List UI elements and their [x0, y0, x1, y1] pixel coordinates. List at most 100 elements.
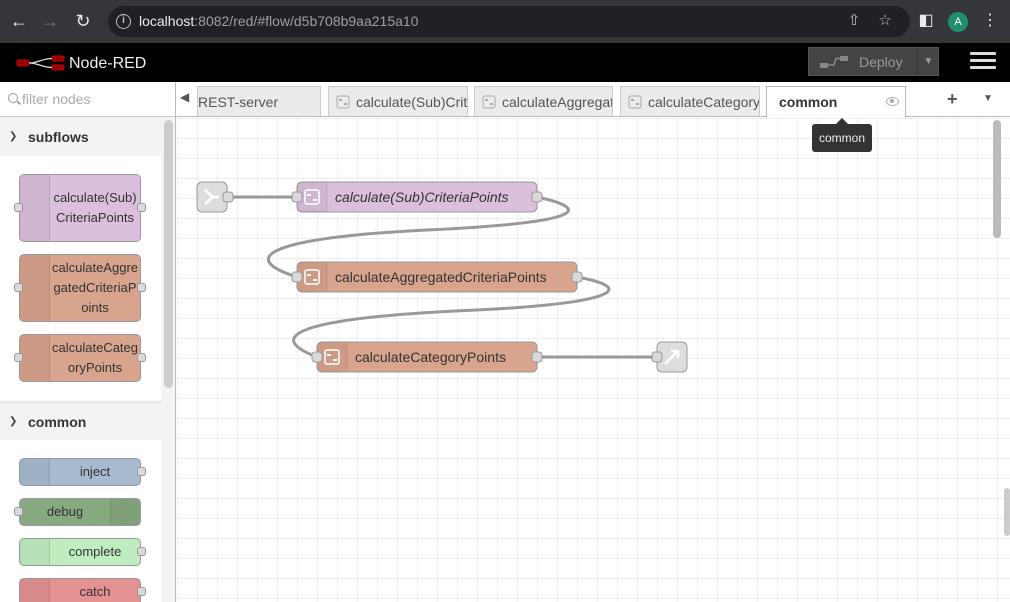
sidepanel-icon[interactable]: ◧: [918, 12, 934, 29]
reload-icon[interactable]: ↻: [75, 11, 91, 31]
palette-node-label: catch: [79, 584, 111, 599]
filter-nodes-input[interactable]: [22, 90, 162, 108]
sidebar-resize-handle[interactable]: [1004, 488, 1010, 536]
flow-node-subflow[interactable]: calculate(Sub)CriteriaPoints: [291, 181, 543, 213]
scroll-left-icon[interactable]: ◀: [180, 90, 190, 104]
palette-search: [0, 82, 175, 117]
forward-icon[interactable]: →: [41, 11, 59, 31]
deploy-button[interactable]: Deploy ▼: [808, 47, 939, 76]
avatar[interactable]: A: [948, 12, 968, 32]
back-icon[interactable]: ←: [10, 11, 28, 31]
subflow-icon: [20, 175, 50, 241]
palette-node-subflow[interactable]: calculate(Sub)CriteriaPoints: [14, 174, 146, 242]
flow-node-label: calculateCategoryPoints: [355, 349, 506, 365]
palette-node-label: inject: [79, 464, 111, 479]
deploy-icon: [820, 56, 848, 68]
tab-label: REST-server: [198, 94, 279, 110]
exclamation-icon: [20, 539, 50, 565]
deploy-label: Deploy: [859, 54, 903, 70]
subflow-icon: [304, 189, 320, 205]
palette-node-subflow[interactable]: calculateAggregatedCriteriaPoints: [14, 254, 146, 322]
wire[interactable]: [292, 275, 611, 359]
chevron-down-icon: ❯: [9, 416, 18, 427]
url-text: localhost:8082/red/#flow/d5b708b9aa215a1…: [139, 13, 419, 29]
address-bar[interactable]: i localhost:8082/red/#flow/d5b708b9aa215…: [108, 6, 910, 37]
share-icon[interactable]: ⇧: [847, 12, 861, 29]
info-icon[interactable]: i: [116, 14, 131, 29]
subflow-icon: [482, 95, 496, 109]
node-palette: ❯ subflows calculate(Sub)CriteriaPoints …: [0, 82, 176, 602]
output-port: [137, 353, 146, 362]
flow-node-label: calculateAggregatedCriteriaPoints: [335, 269, 547, 285]
browser-toolbar: ← → ↻ i localhost:8082/red/#flow/d5b708b…: [0, 0, 1010, 43]
flow-node-subflow[interactable]: calculateAggregatedCriteriaPoints: [291, 261, 583, 293]
tab-menu-icon[interactable]: ▼: [983, 93, 993, 104]
palette-node-label: complete: [68, 544, 122, 559]
tab-rest-server[interactable]: REST-server: [197, 86, 321, 116]
output-port: [137, 283, 146, 292]
tab-label: calculateCategoryPoints: [648, 94, 760, 110]
input-port: [14, 283, 23, 292]
palette-node-label: calculate(Sub)CriteriaPoints: [53, 190, 137, 225]
tab-label: calculate(Sub)Criteria: [356, 94, 468, 110]
add-tab-icon[interactable]: +: [947, 89, 958, 109]
palette-node-catch[interactable]: catch: [19, 578, 146, 602]
input-port: [14, 507, 23, 516]
wire[interactable]: [266, 195, 570, 279]
search-icon: [8, 93, 18, 103]
subflow-icon: [336, 95, 350, 109]
category-body-subflows: calculate(Sub)CriteriaPoints calculateAg…: [0, 156, 161, 400]
category-header-common[interactable]: ❯ common: [0, 402, 161, 440]
subflow-icon: [20, 255, 50, 321]
flow-canvas: calculate(Sub)CriteriaPoints calculateAg…: [196, 181, 688, 373]
kebab-menu-icon[interactable]: ⋮: [982, 12, 998, 29]
arrow-out-icon: [664, 349, 680, 365]
palette-node-label: debug: [46, 504, 84, 519]
workspace-scrollbar-vertical[interactable]: [993, 120, 1001, 238]
category-label: common: [28, 414, 87, 430]
input-port: [14, 353, 23, 362]
arrow-right-icon: [204, 189, 219, 205]
chevron-down-icon: ❯: [9, 131, 18, 142]
output-port: [137, 587, 146, 596]
tab-tooltip: common: [812, 118, 872, 152]
palette-scrollbar[interactable]: [164, 120, 173, 388]
category-body-common: inject debug complete catch: [0, 440, 161, 602]
palette-node-label: calculateCategoryPoints: [52, 340, 138, 375]
tab-calculate-category[interactable]: calculateCategoryPoints: [620, 86, 760, 116]
tab-label: calculateAggregatedCriteria: [502, 94, 612, 110]
star-icon[interactable]: ☆: [878, 12, 892, 29]
node-red-logo-icon: [16, 55, 65, 71]
subflow-output-node[interactable]: [651, 341, 688, 373]
category-label: subflows: [28, 129, 89, 145]
palette-node-debug[interactable]: debug: [14, 498, 141, 526]
output-port: [137, 203, 146, 212]
subflow-input-node[interactable]: [196, 181, 234, 213]
palette-node-label: calculateAggregatedCriteriaPoints: [52, 260, 138, 315]
workspace-tabs: ◀ REST-server calculate(Sub)Criteria cal…: [177, 82, 1010, 118]
deploy-dropdown-icon[interactable]: ▼: [917, 48, 939, 75]
app-title: Node-RED: [69, 55, 147, 72]
subflow-icon: [20, 335, 50, 381]
subflow-icon: [304, 269, 320, 285]
output-port: [137, 547, 146, 556]
flow-node-label: calculate(Sub)CriteriaPoints: [335, 189, 509, 205]
palette-node-subflow[interactable]: calculateCategoryPoints: [14, 334, 146, 382]
palette-node-complete[interactable]: complete: [19, 538, 146, 566]
subflow-icon: [628, 95, 642, 109]
subflow-icon: [324, 349, 340, 365]
tab-label: common: [779, 94, 838, 110]
eye-icon[interactable]: [886, 97, 899, 106]
tab-common[interactable]: common: [766, 86, 906, 118]
tab-calculate-sub-criteria[interactable]: calculate(Sub)Criteria: [328, 86, 468, 116]
inject-icon: [20, 459, 50, 485]
input-port: [14, 203, 23, 212]
flow-node-subflow[interactable]: calculateCategoryPoints: [311, 341, 543, 373]
app-header: Node-RED Deploy ▼: [0, 43, 1010, 82]
main-menu-icon[interactable]: [970, 52, 996, 72]
exclamation-icon: [20, 579, 50, 602]
output-port: [137, 467, 146, 476]
category-header-subflows[interactable]: ❯ subflows: [0, 118, 161, 156]
palette-node-inject[interactable]: inject: [19, 458, 146, 486]
tab-calculate-aggregated[interactable]: calculateAggregatedCriteria: [474, 86, 613, 116]
